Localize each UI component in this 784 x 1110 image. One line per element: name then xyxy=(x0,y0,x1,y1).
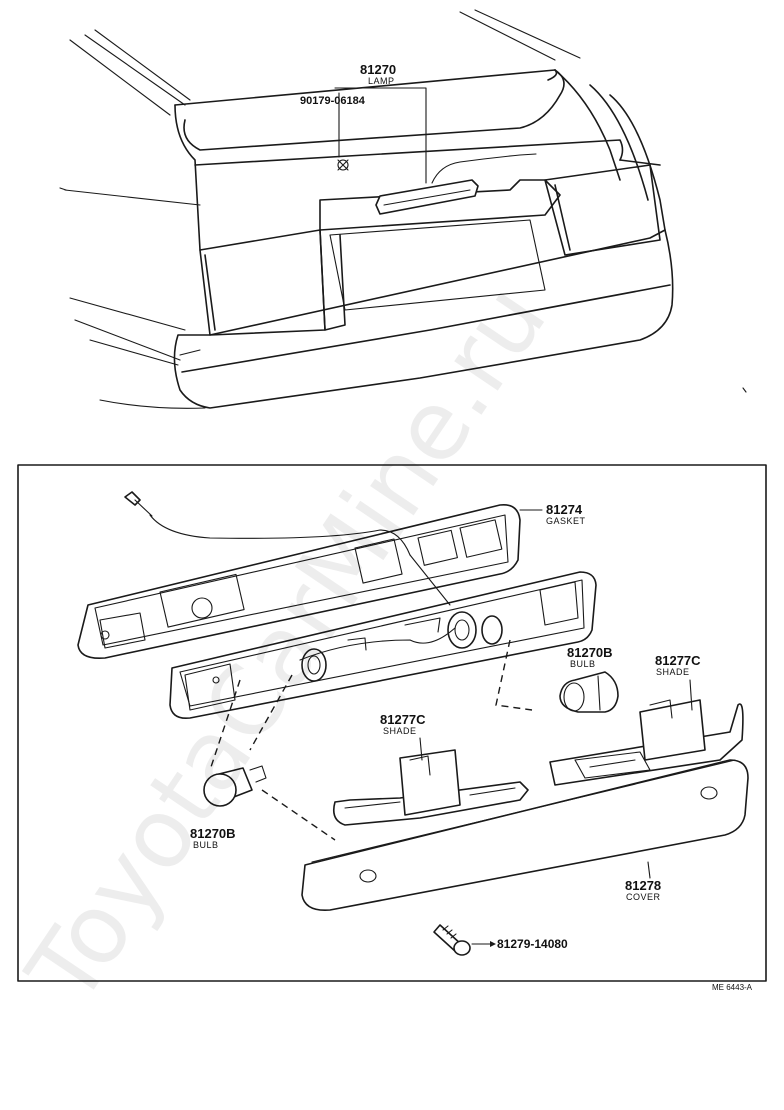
part-number-bulb-right: 81270B xyxy=(567,645,613,660)
part-name-bulb-right: BULB xyxy=(570,659,596,669)
callout-bulb-right: 81270B BULB xyxy=(567,645,613,669)
part-name-bulb-left: BULB xyxy=(193,840,219,850)
callout-bolt: 81279-14080 xyxy=(497,937,568,951)
part-name-shade-left: SHADE xyxy=(383,726,417,736)
part-number-screw: 90179-06184 xyxy=(300,95,366,107)
part-name-gasket: GASKET xyxy=(546,516,586,526)
callout-shade-left: 81277C SHADE xyxy=(380,712,426,761)
part-number-shade-right: 81277C xyxy=(655,653,701,668)
shade-left xyxy=(332,749,529,826)
callout-screw: 90179-06184 xyxy=(300,95,366,107)
callout-lamp: 81270 LAMP xyxy=(360,62,396,86)
housing xyxy=(169,554,597,720)
cover-81278 xyxy=(301,759,749,912)
part-number-cover: 81278 xyxy=(625,878,661,893)
callout-gasket: 81274 GASKET xyxy=(519,502,586,526)
exploded-view-frame xyxy=(17,464,767,982)
bolt-81279 xyxy=(433,924,496,956)
bulb-right xyxy=(559,671,619,713)
bulb-left xyxy=(203,765,267,807)
callout-shade-right: 81277C SHADE xyxy=(655,653,701,711)
part-name-lamp: LAMP xyxy=(368,76,395,86)
part-number-gasket: 81274 xyxy=(546,502,583,517)
car-rear-illustration xyxy=(64,9,674,409)
gasket-81274 xyxy=(77,491,521,660)
part-name-shade-right: SHADE xyxy=(656,667,690,677)
shade-right xyxy=(549,699,744,786)
part-number-bulb-left: 81270B xyxy=(190,826,236,841)
callout-bulb-left: 81270B BULB xyxy=(190,826,236,850)
part-number-bolt: 81279-14080 xyxy=(497,937,568,951)
callout-cover: 81278 COVER xyxy=(625,861,661,902)
diagram-code: ME 6443-A xyxy=(712,983,753,992)
assembly-guide-lines xyxy=(209,639,533,841)
part-number-lamp: 81270 xyxy=(360,62,396,77)
part-name-cover: COVER xyxy=(626,892,661,902)
part-number-shade-left: 81277C xyxy=(380,712,426,727)
